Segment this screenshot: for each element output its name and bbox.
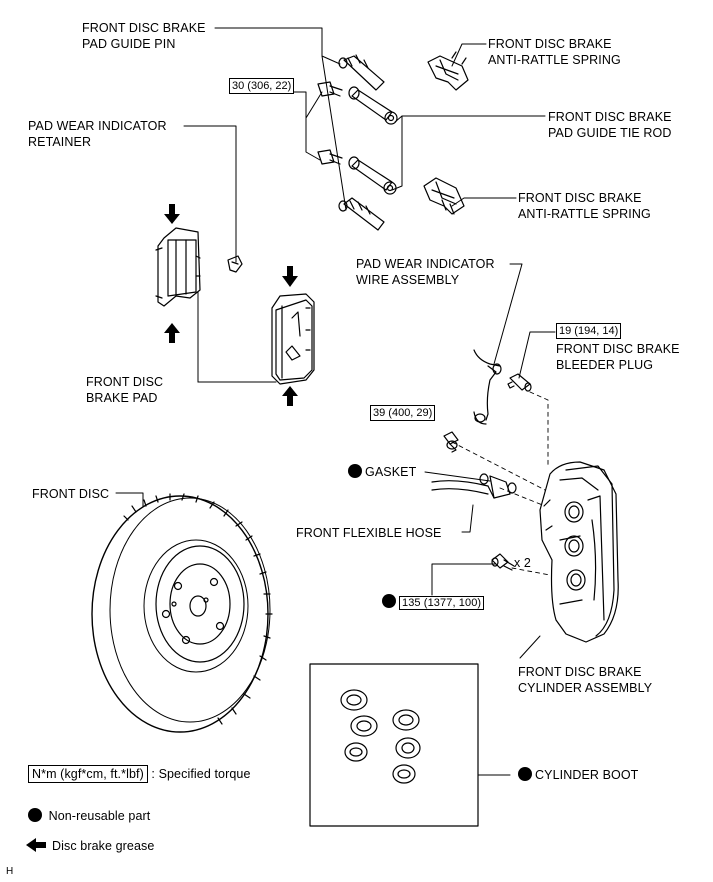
label-anti-rattle-spring-top: FRONT DISC BRAKE ANTI-RATTLE SPRING (488, 36, 621, 68)
footer-code: H (6, 866, 14, 877)
label-brake-pad: FRONT DISC BRAKE PAD (86, 374, 163, 406)
grease-arrows-right-pad (282, 266, 298, 406)
label-indicator-wire-line1: PAD WEAR INDICATOR (356, 257, 495, 271)
label-cylinder-assembly: FRONT DISC BRAKE CYLINDER ASSEMBLY (518, 664, 652, 696)
grease-arrow-tail-icon (36, 842, 46, 848)
bolt-small-top (317, 81, 343, 97)
label-flexible-hose: FRONT FLEXIBLE HOSE (296, 526, 442, 540)
label-gasket: GASKET (348, 464, 416, 480)
non-reusable-dot-icon (382, 594, 396, 608)
non-reusable-dot-icon (518, 767, 532, 781)
label-cylinder-boot: CYLINDER BOOT (518, 767, 638, 783)
front-disc-rotor (91, 493, 273, 733)
torque-caliper-bolt: 135 (1377, 100) (382, 594, 485, 610)
label-quantity: x 2 (514, 556, 531, 570)
label-indicator-wire: PAD WEAR INDICATOR WIRE ASSEMBLY (356, 256, 495, 288)
label-anti-rattle-1-line2: ANTI-RATTLE SPRING (488, 53, 621, 67)
brake-pad-right (271, 293, 315, 385)
union-bolt (443, 431, 459, 453)
tie-rod-top (348, 86, 398, 125)
guide-pin-bottom (338, 197, 385, 231)
cylinder-boot-seals (340, 689, 421, 784)
gasket-and-hose-fitting (479, 473, 517, 499)
legend-grease-text: Disc brake grease (52, 839, 155, 853)
label-indicator-retainer: PAD WEAR INDICATOR RETAINER (28, 118, 167, 150)
label-gasket-text: GASKET (365, 465, 417, 479)
leader-lines (115, 27, 556, 776)
label-brake-pad-line1: FRONT DISC (86, 375, 164, 389)
label-cylinder-assembly-line1: FRONT DISC BRAKE (518, 665, 642, 679)
label-bleeder-plug: FRONT DISC BRAKE BLEEDER PLUG (556, 341, 680, 373)
label-indicator-wire-line2: WIRE ASSEMBLY (356, 273, 460, 287)
torque-box-guide-bolt: 30 (306, 22) (229, 78, 295, 94)
bolt-small-bottom (317, 149, 343, 165)
pad-wear-indicator-wire (473, 349, 502, 425)
label-cylinder-boot-text: CYLINDER BOOT (535, 768, 639, 782)
front-flexible-hose (431, 480, 495, 499)
guide-pin-top (338, 54, 385, 91)
label-guide-pin: FRONT DISC BRAKE PAD GUIDE PIN (82, 20, 206, 52)
caliper-mount-bolt (491, 553, 515, 571)
label-brake-pad-line2: BRAKE PAD (86, 391, 158, 405)
label-bleeder-plug-line1: FRONT DISC BRAKE (556, 342, 680, 356)
legend-torque-text: : Specified torque (151, 767, 251, 781)
non-reusable-dot-icon (348, 464, 362, 478)
indicator-retainer-clip (227, 255, 243, 273)
label-guide-pin-line2: PAD GUIDE PIN (82, 37, 176, 51)
label-guide-tie-rod: FRONT DISC BRAKE PAD GUIDE TIE ROD (548, 109, 672, 141)
legend-grease: Disc brake grease (26, 838, 154, 854)
label-anti-rattle-2-line2: ANTI-RATTLE SPRING (518, 207, 651, 221)
tie-rod-bottom (348, 156, 397, 195)
legend-nonreusable-text: Non-reusable part (48, 809, 151, 823)
label-bleeder-plug-line2: BLEEDER PLUG (556, 358, 654, 372)
grease-arrow-icon (26, 838, 36, 852)
label-anti-rattle-1-line1: FRONT DISC BRAKE (488, 37, 612, 51)
grease-arrows-left-pad (164, 204, 180, 343)
label-indicator-retainer-line2: RETAINER (28, 135, 92, 149)
label-anti-rattle-2-line1: FRONT DISC BRAKE (518, 191, 642, 205)
label-guide-pin-line1: FRONT DISC BRAKE (82, 21, 206, 35)
legend-torque-box: N*m (kgf*cm, ft.*lbf) (28, 765, 148, 783)
label-guide-tie-rod-line1: FRONT DISC BRAKE (548, 110, 672, 124)
legend-nonreusable: Non-reusable part (28, 808, 150, 824)
bleeder-plug (507, 373, 532, 392)
label-front-disc: FRONT DISC (32, 487, 110, 501)
legend-torque: N*m (kgf*cm, ft.*lbf) : Specified torque (28, 765, 251, 783)
label-guide-tie-rod-line2: PAD GUIDE TIE ROD (548, 126, 672, 140)
torque-box-union-bolt: 39 (400, 29) (370, 405, 436, 421)
label-cylinder-assembly-line2: CYLINDER ASSEMBLY (518, 681, 653, 695)
anti-rattle-spring-bottom (423, 177, 465, 215)
brake-pad-left (155, 227, 201, 307)
torque-box-bleeder: 19 (194, 14) (556, 323, 622, 339)
torque-box-caliper-bolt: 135 (1377, 100) (399, 596, 485, 610)
cylinder-boot-box (309, 663, 479, 827)
brake-cylinder-assembly (539, 461, 619, 643)
label-indicator-retainer-line1: PAD WEAR INDICATOR (28, 119, 167, 133)
non-reusable-dot-icon (28, 808, 42, 822)
label-anti-rattle-spring-bottom: FRONT DISC BRAKE ANTI-RATTLE SPRING (518, 190, 651, 222)
anti-rattle-spring-top (427, 51, 469, 91)
